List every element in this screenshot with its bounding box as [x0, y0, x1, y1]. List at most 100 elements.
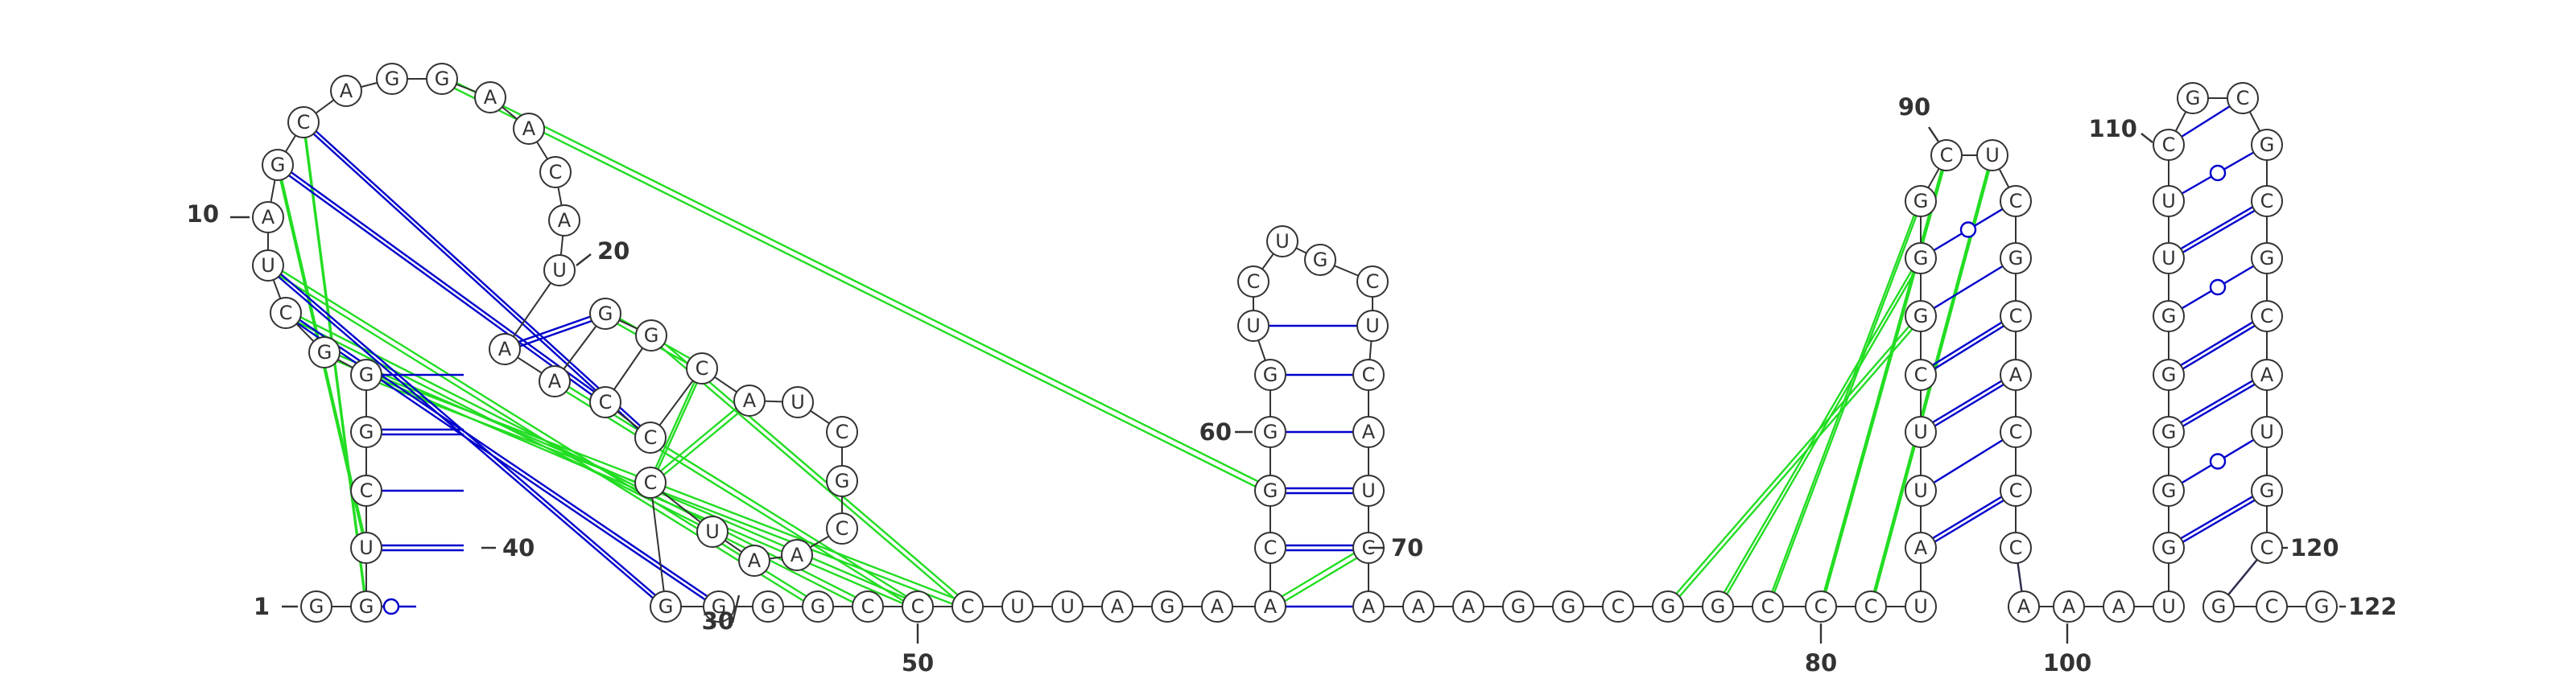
nucleotide: G: [2153, 532, 2185, 564]
base-pair-line: [1920, 430, 2017, 492]
nucleotide-letter: G: [2161, 364, 2177, 386]
nucleotide-letter: C: [836, 421, 849, 443]
nucleotide: C: [2251, 300, 2283, 332]
nucleotide: U: [1237, 310, 1269, 342]
nucleotide-letter: A: [1914, 537, 1928, 559]
nucleotide-letter: U: [1365, 315, 1380, 337]
nucleotide-letter: G: [2161, 421, 2177, 443]
nucleotide: G: [2251, 242, 2283, 274]
nucleotide: C: [1752, 590, 1784, 623]
base-pair-line: [1920, 492, 2017, 552]
nucleotide-letter: G: [1913, 190, 1929, 212]
position-label: 100: [2043, 649, 2092, 677]
tertiary-interaction-line: [1819, 151, 1948, 604]
tertiary-interaction-line: [649, 364, 704, 480]
tertiary-interaction-line: [1667, 319, 1922, 611]
tertiary-interaction-line: [1716, 254, 1922, 604]
nucleotide: C: [2000, 532, 2032, 564]
position-label: 80: [1805, 649, 1837, 677]
position-label: 110: [2088, 115, 2137, 142]
nucleotide-letter: A: [2017, 595, 2031, 618]
nucleotide: C: [2251, 532, 2283, 564]
nucleotide-letter: A: [262, 206, 275, 228]
nucleotide-letter: C: [297, 111, 311, 134]
nucleotide: A: [1201, 590, 1233, 623]
nucleotide-letter: C: [1366, 270, 1380, 293]
nucleotide-letter: U: [261, 254, 275, 277]
nucleotide: C: [952, 590, 984, 623]
nucleotide-letter: C: [1612, 595, 1625, 618]
nucleotide: C: [2000, 300, 2032, 332]
nucleotide: A: [474, 81, 506, 113]
base-pair-line: [1920, 317, 2017, 379]
nucleotide-letter: U: [2161, 595, 2176, 618]
nucleotide-letter: C: [1247, 270, 1261, 293]
nucleotide: A: [733, 385, 766, 417]
nucleotide-letter: U: [2161, 190, 2176, 212]
nucleotide: G: [1254, 475, 1286, 507]
nucleotide: G: [2202, 590, 2235, 623]
nucleotide: C: [634, 467, 667, 499]
nucleotide: A: [513, 113, 545, 145]
position-label: 40: [502, 534, 535, 562]
nucleotide: G: [1502, 590, 1534, 623]
tertiary-interaction-line: [1766, 204, 1922, 611]
nucleotide: G: [350, 416, 382, 448]
nucleotide-letter: U: [552, 259, 567, 282]
position-label: 90: [1898, 93, 1930, 121]
nucleotide: U: [1051, 590, 1084, 623]
nucleotide-letter: A: [1211, 595, 1224, 618]
nucleotide: G: [2153, 416, 2185, 448]
backbone-segment: [650, 482, 667, 607]
tertiary-interaction-line: [1269, 543, 1369, 605]
base-pair-line: [2168, 202, 2268, 262]
nucleotide: A: [252, 201, 284, 233]
nucleotide-letter: A: [548, 370, 562, 393]
nucleotide-letter: G: [2260, 247, 2275, 269]
nucleotide-letter: C: [1362, 364, 1376, 386]
base-pair-line: [1920, 257, 2017, 318]
position-label: 70: [1391, 534, 1423, 562]
nucleotide-letter: C: [2009, 305, 2023, 327]
nucleotide: U: [543, 254, 576, 286]
nucleotide: C: [1352, 359, 1385, 391]
nucleotide: A: [781, 539, 813, 571]
nucleotide: G: [2153, 359, 2185, 391]
nucleotide: C: [1930, 139, 1963, 171]
tertiary-interaction-line: [441, 74, 1271, 489]
position-label: 122: [2348, 593, 2397, 620]
position-tick: [1928, 126, 1939, 142]
nucleotide-letter: G: [359, 595, 374, 618]
nucleotide: U: [1905, 416, 1937, 448]
pseudoknot-pair-line: [504, 310, 606, 348]
nucleotide-letter: A: [2009, 364, 2023, 386]
base-pair-line: [2168, 312, 2268, 374]
nucleotide: C: [589, 386, 621, 418]
nucleotide: C: [287, 106, 320, 138]
nucleotide: U: [2153, 590, 2185, 623]
nucleotide-letter: A: [522, 117, 536, 140]
nucleotide: U: [1352, 475, 1385, 507]
nucleotide-letter: A: [1362, 421, 1376, 443]
nucleotide-letter: C: [279, 302, 293, 324]
nucleotide-letter: G: [1511, 595, 1526, 618]
position-label: 60: [1199, 418, 1232, 446]
nucleotide: G: [2251, 475, 2283, 507]
position-label: 120: [2290, 534, 2339, 562]
nucleotide: G: [2251, 129, 2283, 161]
nucleotide-letter: G: [359, 364, 374, 386]
nucleotide-letter: G: [2161, 305, 2177, 327]
position-label: 10: [187, 200, 219, 228]
nucleotide: A: [2251, 359, 2283, 391]
nucleotide: A: [539, 365, 571, 397]
tertiary-interaction-line: [1667, 312, 1922, 604]
nucleotide: C: [2000, 416, 2032, 448]
position-label: 30: [702, 607, 734, 635]
nucleotide-letter: A: [340, 80, 353, 102]
wobble-pair-marker: [2209, 164, 2227, 182]
nucleotide-letter: U: [1060, 595, 1075, 618]
nucleotide: C: [634, 422, 667, 454]
position-label: 1: [254, 593, 270, 620]
nucleotide: U: [2251, 416, 2283, 448]
